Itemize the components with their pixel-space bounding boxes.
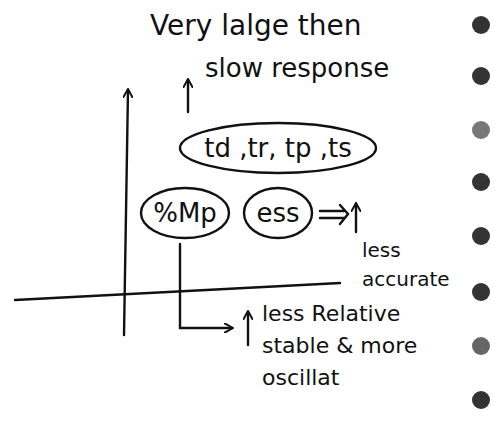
note-text: less accurate (362, 236, 458, 294)
ellipse-node: %Mp (139, 186, 231, 240)
node-text: ess (256, 198, 299, 228)
punch-hole (472, 283, 490, 301)
note-text: slow response (205, 50, 389, 88)
punch-hole (472, 391, 490, 409)
up-arrow (355, 204, 357, 232)
punch-hole (472, 16, 490, 34)
punch-hole (472, 121, 490, 139)
punch-hole (472, 227, 490, 245)
implies-arrow (320, 211, 344, 218)
node-text: %Mp (153, 198, 217, 228)
ellipse-node: ess (242, 186, 314, 240)
node-text: td ,tr, tp ,ts (204, 133, 352, 163)
x-axis (15, 283, 340, 300)
implies-head (340, 205, 348, 224)
leader-line (180, 244, 232, 328)
punch-hole (472, 337, 490, 355)
y-axis (124, 90, 128, 335)
punch-hole (472, 67, 490, 85)
note-text: Very lalge then (150, 6, 362, 47)
up-arrow (247, 312, 249, 345)
ellipse-node: td ,tr, tp ,ts (178, 121, 378, 175)
up-arrow (187, 80, 189, 112)
note-text: less Relative stable & more oscillat (262, 298, 442, 394)
punch-hole (472, 173, 490, 191)
